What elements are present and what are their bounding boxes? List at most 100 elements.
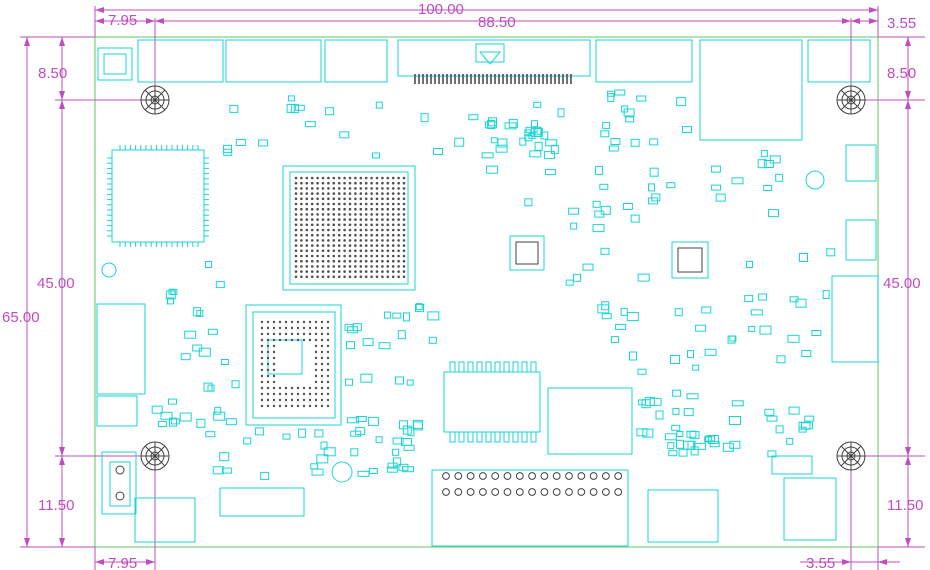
header-hole [503,472,512,480]
bga-ball [386,239,390,242]
smd-component [795,298,807,308]
smd-component [693,442,706,450]
smd-component [519,137,527,146]
bga-ball [294,187,298,190]
bga-ball [391,181,395,185]
smd-component [387,462,398,469]
bga-ball [305,275,309,279]
bga-ball [290,386,294,390]
smd-component [709,441,720,448]
bga-ball [364,207,368,211]
bga-ball [375,197,379,201]
bga-ball [321,207,325,211]
bga-ball [327,207,330,211]
bga-ball [391,218,395,221]
bga-ball [332,259,336,263]
bga-ball [332,249,336,253]
bga-ball [402,249,406,253]
bga-ball [327,181,330,185]
smd-component [286,103,295,113]
qfn-ic-center [509,235,545,271]
bga-ball [310,181,314,185]
bga-ball [314,392,318,396]
bga-ball [314,374,318,378]
smd-component [304,121,316,128]
bga-ball [375,265,379,268]
smd-component [686,393,699,400]
bga-ball [302,398,306,402]
bga-ball [260,380,264,384]
bga-ball [381,233,384,237]
smd-component [347,326,359,334]
bga-ball [391,270,395,273]
bga-ball [386,223,390,227]
bga-ball [381,187,384,190]
header-hole [528,488,536,496]
dim-label-top-right-offset: 3.55 [887,15,916,32]
bga-ball [354,202,357,206]
bga-ball [397,239,400,242]
bga-ball [348,270,352,273]
smd-component [637,368,647,375]
bga-ball [402,270,406,273]
bga-ball [321,233,325,237]
smd-component [636,95,647,102]
header-hole [466,488,475,496]
smd-component [231,380,240,389]
bga-ball [381,181,384,185]
bga-ball [294,223,298,227]
bga-ball [359,218,363,221]
bga-ball [397,192,400,195]
smd-component [415,303,424,312]
bga-ball [337,254,341,258]
bga-ball [370,223,373,227]
soic-pin [521,431,528,443]
bga-ball [386,207,390,211]
bga-ball [354,228,357,232]
smd-component [219,452,230,462]
bga-ball [391,233,395,237]
bga-ball [364,223,368,227]
smd-component [630,138,640,147]
soic-pin [449,431,456,443]
header-hole [589,488,598,496]
dim-label-left-bottom-margin: 11.50 [38,497,74,514]
bga-ball [320,338,324,342]
bga-ball [370,254,373,258]
bga-ball [386,187,390,190]
bga-ball [337,187,341,190]
bga-ball [316,207,319,211]
qfn-ic-right [671,241,709,279]
soic-ic-center [443,361,541,443]
bga-ball [343,223,346,227]
bga-ball [284,332,288,336]
smd-component [294,104,305,111]
bga-ball [343,228,346,232]
bga-ball [402,197,406,201]
bga-ball [320,326,324,330]
smd-component [214,406,222,415]
bga-ball [266,404,270,408]
bga-ball [359,249,363,253]
bga-ball [370,187,373,190]
bga-ball [370,202,373,206]
bga-ball [364,176,368,180]
header-hole [565,472,573,480]
bga-ball [375,202,379,206]
smd-component [534,126,542,135]
bga-ball [354,192,357,195]
bga-ball [332,223,336,227]
smd-component [602,121,611,129]
bga-ball [316,244,319,247]
bga-ball [370,213,373,216]
bga-ball [260,386,264,390]
smd-component [768,209,779,218]
bga-ball-grid [294,176,406,279]
smd-component [207,384,215,392]
bga-ball [348,181,352,185]
bga-ball [348,259,352,263]
header-hole [479,488,487,496]
bga-ball [326,392,330,396]
bga-ball [314,320,318,324]
dimension-lines [20,6,925,570]
